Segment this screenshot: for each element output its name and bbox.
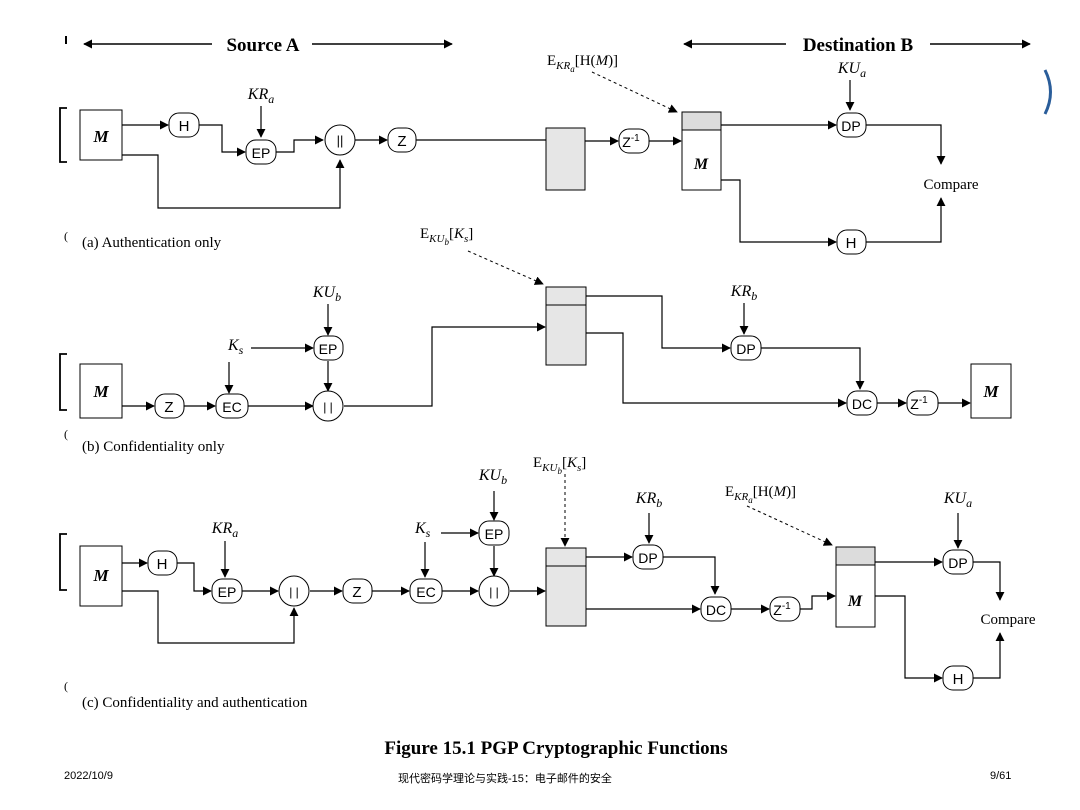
svg-text:Z-1: Z-1 (773, 601, 791, 618)
header-arrows (65, 36, 1031, 49)
svg-text:H: H (157, 556, 168, 573)
svg-text:M: M (847, 593, 863, 610)
svg-text:Z: Z (164, 399, 173, 416)
encrypt-public-node-b (313, 335, 344, 361)
transmitted-block-c (545, 547, 587, 627)
decrypt-public-node-c (942, 549, 974, 575)
session-key-annotation-b: EKUb[Ks] (420, 226, 473, 247)
section-b: M Z EC EP | | KUb Ks (59, 226, 1012, 455)
svg-text:Z-1: Z-1 (622, 133, 640, 150)
caption-a: (a) Authentication only (82, 235, 222, 251)
compare-label: Compare (924, 177, 979, 193)
svg-text:DC: DC (706, 602, 726, 618)
footer-page-number: 9/61 (990, 770, 1012, 782)
ku-b-key: KUb (312, 284, 341, 304)
svg-text:DP: DP (638, 550, 657, 566)
session-key-annotation-c: EKUb[Ks] (533, 455, 586, 476)
ks-key-c: Ks (414, 520, 431, 540)
footer-course-title: 现代密码学理论与实践-15：电子邮件的安全 (398, 773, 612, 785)
svg-text:EC: EC (222, 399, 241, 415)
kr-a-key-c: KRa (211, 520, 238, 540)
concat-node-b (312, 390, 344, 422)
encrypt-public-node-c (478, 520, 510, 546)
svg-text:Z: Z (352, 584, 361, 601)
concat-node-c2 (478, 575, 510, 607)
concat-node-c1 (278, 575, 310, 607)
svg-text:||: || (337, 133, 344, 148)
decrypt-public-node (836, 112, 867, 138)
ku-b-key-c: KUb (478, 467, 507, 487)
concat-node (324, 124, 356, 156)
hash-node-c (147, 550, 178, 576)
pgp-diagram: Source A Destination B M H EP (59, 35, 1052, 759)
svg-text:H: H (846, 235, 857, 252)
encrypt-conventional-node (215, 393, 249, 419)
signature-annotation-c: EKRa[H(M)] (725, 484, 796, 505)
message-label: M (92, 127, 109, 146)
hash-node (168, 112, 200, 138)
svg-text:| |: | | (489, 585, 499, 599)
decrypt-conventional-node-b (846, 390, 878, 416)
message-box-c (79, 545, 123, 607)
footer-date: 2022/10/9 (64, 770, 113, 782)
svg-text:M: M (693, 156, 709, 173)
hash-node-dest (836, 229, 867, 255)
transmitted-block (545, 127, 586, 191)
svg-text:(: ( (64, 229, 68, 243)
svg-text:EP: EP (485, 526, 504, 542)
svg-text:M: M (982, 382, 999, 401)
svg-text:| |: | | (289, 585, 299, 599)
signature-annotation: EKRa[H(M)] (547, 53, 618, 74)
svg-text:Z-1: Z-1 (910, 395, 928, 412)
message-box-a (79, 109, 123, 161)
compress-node-c (342, 578, 373, 604)
ks-key-b: Ks (227, 337, 244, 357)
svg-text:EC: EC (416, 584, 435, 600)
message-box-b (79, 363, 123, 419)
caption-b: (b) Confidentiality only (82, 439, 225, 455)
svg-text:Z: Z (397, 133, 406, 150)
kr-b-key-c: KRb (635, 490, 662, 510)
slide-edge-arc (1043, 69, 1052, 115)
ku-a-key-c: KUa (943, 490, 972, 510)
svg-text:EP: EP (252, 145, 271, 161)
svg-text:DC: DC (852, 396, 872, 412)
decompress-node (618, 128, 650, 154)
destination-b-label: Destination B (803, 35, 914, 56)
svg-text:DP: DP (736, 341, 755, 357)
svg-text:H: H (953, 671, 964, 688)
section-c: M (59, 455, 1036, 711)
encrypt-conventional-node-c (409, 578, 443, 604)
svg-text:DP: DP (948, 555, 967, 571)
kr-a-key: KRa (247, 86, 274, 106)
compare-label-c: Compare (981, 612, 1036, 628)
svg-text:(: ( (64, 427, 68, 441)
output-message-box-b (970, 363, 1012, 419)
transmitted-block-b (545, 286, 587, 366)
svg-text:EP: EP (319, 341, 338, 357)
svg-text:| |: | | (323, 400, 333, 414)
figure-title: Figure 15.1 PGP Cryptographic Functions (384, 738, 727, 759)
kr-b-key: KRb (730, 283, 757, 303)
decrypt-conventional-node-c (700, 596, 732, 622)
svg-text:M: M (92, 382, 109, 401)
hash-node-dest-c (942, 665, 974, 691)
compress-node-b (154, 393, 185, 419)
svg-text:H: H (179, 118, 190, 135)
section-a: M H EP || Z KRa Z-1 (59, 53, 979, 255)
svg-text:(: ( (64, 679, 68, 693)
svg-text:DP: DP (841, 118, 860, 134)
decompress-node-c (769, 596, 801, 622)
svg-text:EP: EP (218, 584, 237, 600)
svg-text:M: M (92, 566, 109, 585)
encrypt-private-node (245, 139, 277, 165)
encrypt-private-node-c (211, 578, 243, 604)
compress-node (387, 127, 417, 153)
source-a-label: Source A (226, 35, 299, 56)
decrypt-private-node-c (632, 544, 664, 570)
decrypt-private-node-b (730, 335, 762, 361)
decompress-node-b (906, 390, 939, 416)
ku-a-key: KUa (837, 60, 866, 80)
caption-c: (c) Confidentiality and authentication (82, 695, 308, 711)
